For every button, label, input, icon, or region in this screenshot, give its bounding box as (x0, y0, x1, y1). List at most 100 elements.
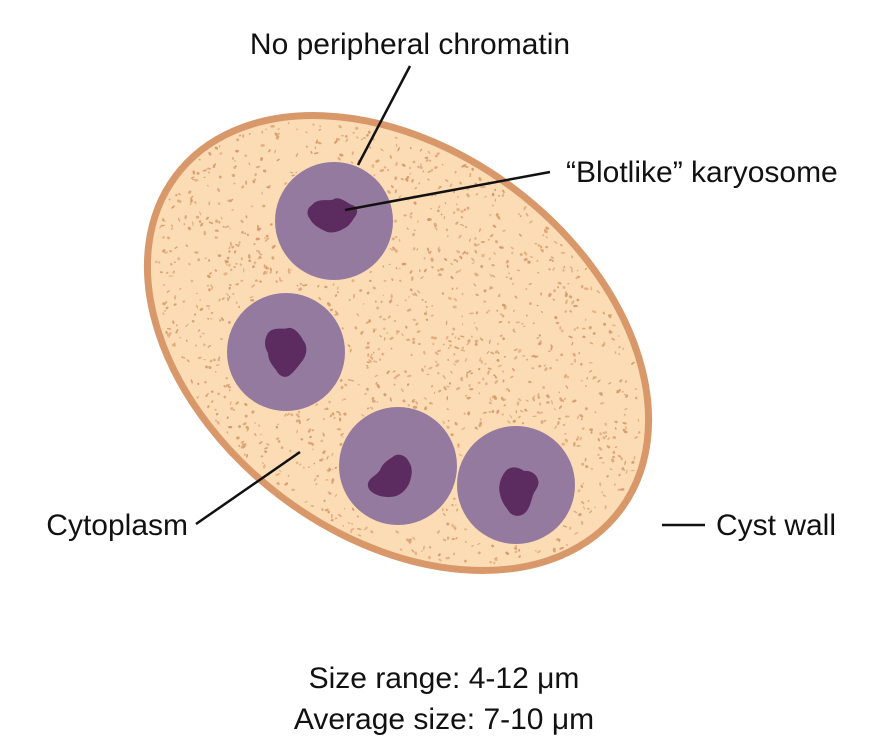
cytoplasm-speckle (421, 368, 424, 373)
nucleus (339, 407, 457, 525)
cytoplasm-speckle (269, 267, 272, 272)
cytoplasm-speckle (539, 340, 542, 343)
cytoplasm-speckle (428, 250, 432, 255)
cytoplasm-speckle (198, 220, 202, 223)
cytoplasm-speckle (253, 178, 257, 181)
cytoplasm-speckle (370, 353, 373, 356)
cytoplasm-speckle (536, 336, 540, 339)
cytoplasm-speckle (518, 415, 521, 419)
cytoplasm-speckle (599, 402, 605, 405)
cytoplasm-speckle (191, 320, 195, 323)
cytoplasm-speckle (271, 245, 276, 249)
cytoplasm-speckle (403, 214, 408, 216)
cytoplasm-speckle (501, 193, 505, 198)
cytoplasm-speckle (360, 331, 364, 335)
cytoplasm-speckle (379, 315, 382, 319)
cytoplasm-speckle (596, 290, 601, 294)
cytoplasm-speckle (587, 507, 590, 510)
cytoplasm-speckle (489, 234, 494, 238)
cytoplasm-speckle (173, 303, 177, 306)
cytoplasm-speckle (232, 409, 236, 411)
cytoplasm-speckle (164, 309, 166, 312)
cytoplasm-speckle (383, 279, 387, 282)
cytoplasm-speckle (191, 178, 195, 181)
cytoplasm-speckle (400, 388, 404, 393)
cytoplasm-speckle (487, 238, 490, 241)
cytoplasm-speckle (415, 401, 419, 405)
cytoplasm-speckle (589, 342, 594, 345)
cytoplasm-speckle (599, 457, 603, 459)
cytoplasm-speckle (557, 421, 560, 426)
cytoplasm-speckle (526, 358, 529, 361)
cytoplasm-speckle (576, 269, 579, 272)
cytoplasm-speckle (246, 233, 249, 236)
cytoplasm-speckle (357, 384, 360, 386)
cytoplasm-speckle (536, 411, 541, 415)
cytoplasm-speckle (171, 343, 176, 347)
cytoplasm-speckle (467, 370, 472, 374)
cytoplasm-speckle (445, 320, 448, 326)
cytoplasm-speckle (446, 425, 449, 428)
cytoplasm-speckle (258, 253, 263, 256)
cytoplasm-speckle (523, 205, 527, 211)
cytoplasm-speckle (445, 335, 449, 340)
cytoplasm-speckle (220, 216, 223, 220)
cytoplasm-speckle (215, 413, 219, 416)
cytoplasm-speckle (361, 414, 365, 417)
cytoplasm-speckle (442, 420, 445, 425)
cytoplasm-speckle (343, 507, 346, 510)
cytoplasm-speckle (497, 364, 503, 368)
cytoplasm-speckle (338, 125, 342, 129)
cytoplasm-speckle (277, 423, 280, 426)
cytoplasm-speckle (475, 311, 478, 315)
cytoplasm-speckle (291, 174, 295, 177)
cytoplasm-speckle (558, 539, 561, 542)
cytoplasm-speckle (433, 392, 436, 394)
cytoplasm-speckle (578, 513, 582, 517)
cytoplasm-speckle (456, 287, 458, 290)
cytoplasm-speckle (466, 252, 469, 255)
cytoplasm-speckle (264, 450, 267, 454)
cytoplasm-speckle (221, 297, 225, 300)
cytoplasm-speckle (489, 273, 493, 278)
cytoplasm-speckle (211, 400, 214, 404)
cytoplasm-speckle (234, 165, 237, 168)
cytoplasm-speckle (605, 435, 608, 438)
cytoplasm-speckle (555, 321, 560, 325)
cytoplasm-speckle (188, 262, 191, 266)
cytoplasm-speckle (412, 399, 416, 401)
cytoplasm-speckle (428, 555, 431, 560)
cytoplasm-speckle (413, 229, 416, 232)
cytoplasm-speckle (590, 429, 593, 435)
cytoplasm-speckle (299, 282, 302, 286)
cytoplasm-speckle (588, 326, 592, 330)
cytoplasm-speckle (311, 442, 314, 446)
cytoplasm-speckle (466, 373, 468, 379)
cytoplasm-speckle (570, 363, 574, 366)
cytoplasm-speckle (425, 310, 428, 316)
cytoplasm-speckle (372, 286, 377, 290)
cytoplasm-speckle (614, 446, 618, 448)
cytoplasm-speckle (569, 266, 573, 270)
cytoplasm-speckle (173, 261, 176, 263)
cytoplasm-speckle (514, 550, 518, 554)
cytoplasm-speckle (453, 353, 456, 356)
cytoplasm-speckle (449, 344, 452, 347)
cytoplasm-speckle (320, 439, 324, 443)
cytoplasm-speckle (438, 205, 441, 209)
cytoplasm-speckle (290, 488, 296, 492)
cytoplasm-speckle (212, 358, 216, 362)
cytoplasm-speckle (356, 313, 360, 317)
cytoplasm-speckle (545, 245, 549, 249)
cytoplasm-speckle (548, 350, 551, 353)
cytoplasm-speckle (559, 546, 564, 550)
cytoplasm-speckle (260, 157, 264, 161)
cytoplasm-speckle (219, 337, 223, 341)
cytoplasm-speckle (265, 270, 268, 275)
cytoplasm-speckle (314, 146, 317, 150)
cytoplasm-speckle (614, 427, 617, 430)
cytoplasm-speckle (548, 292, 552, 298)
cytoplasm-speckle (538, 402, 542, 406)
cytoplasm-speckle (193, 313, 197, 316)
cytoplasm-speckle (509, 414, 513, 419)
